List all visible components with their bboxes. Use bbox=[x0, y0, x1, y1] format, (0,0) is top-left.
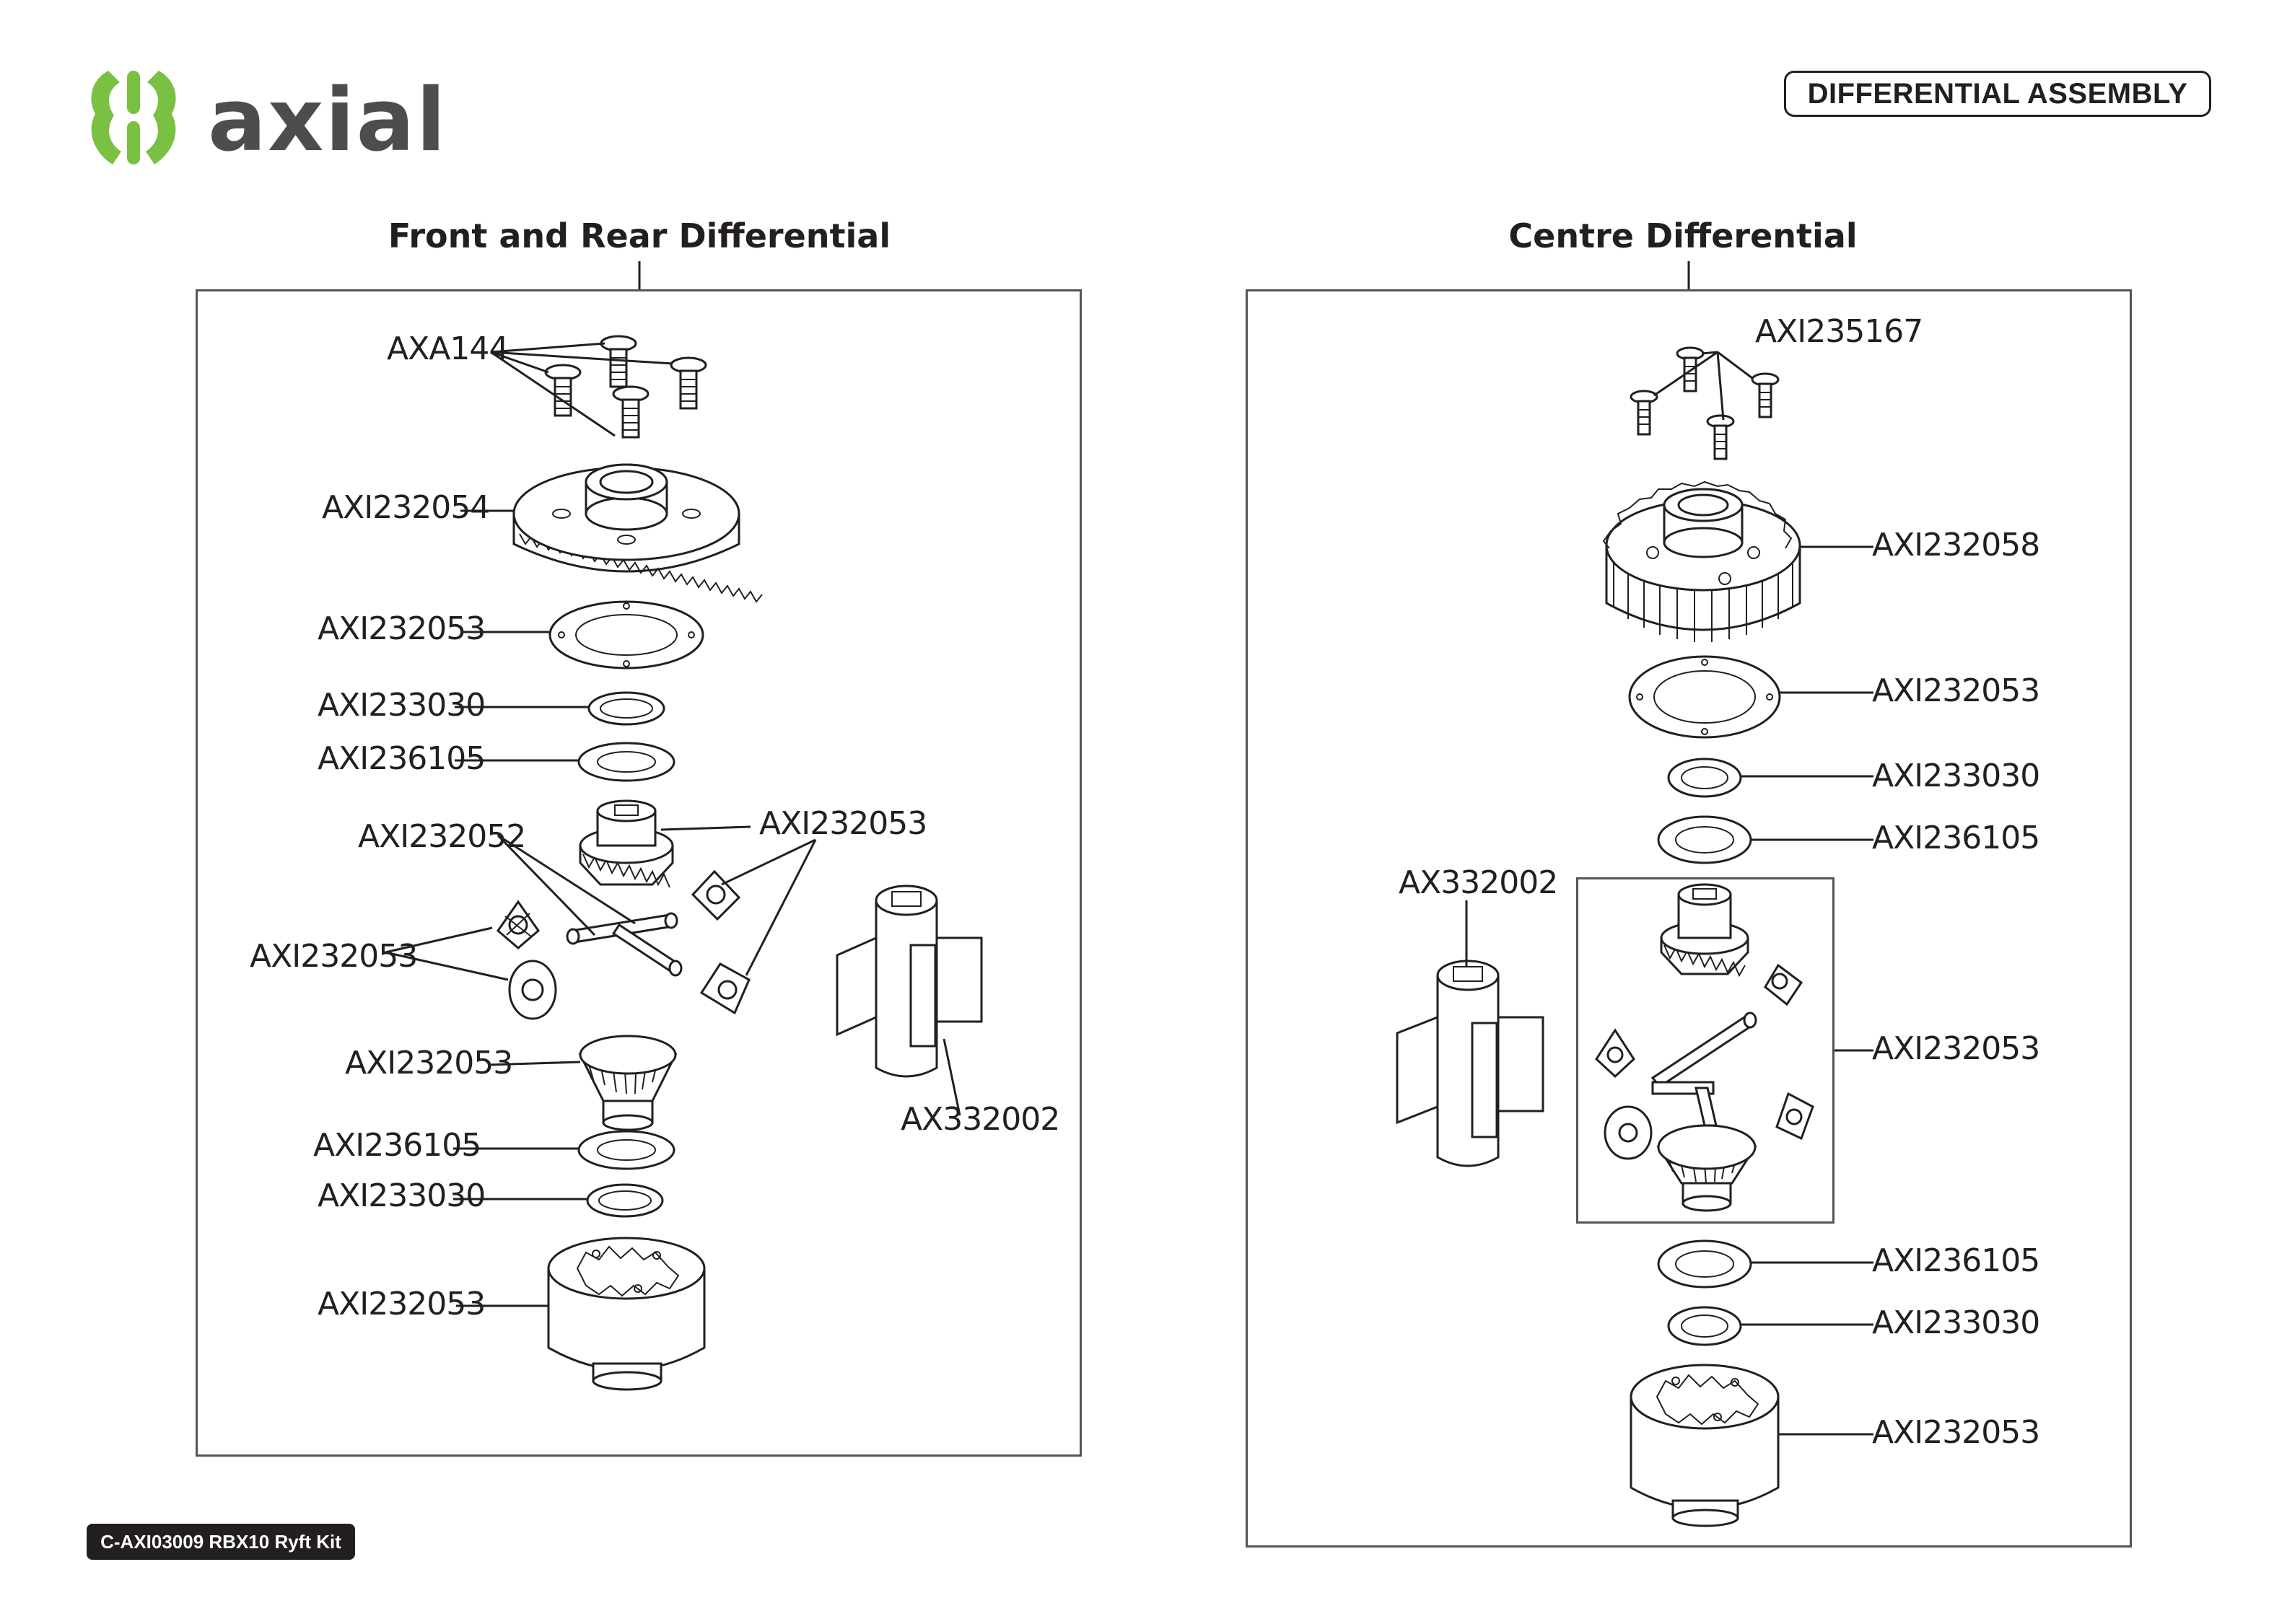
axial-wordmark: axial bbox=[208, 71, 447, 171]
axial-logo: axial bbox=[79, 65, 541, 173]
centre-gear-set-box bbox=[1576, 877, 1834, 1224]
oring-fr-lower bbox=[586, 1183, 664, 1218]
spider-gear-4 bbox=[699, 962, 751, 1015]
label-c-oring: AXI233030 bbox=[1872, 758, 2040, 794]
oring-c-lower bbox=[1667, 1306, 1742, 1346]
front-rear-title: Front and Rear Differential bbox=[388, 216, 891, 255]
spider-gear-3 bbox=[691, 869, 741, 921]
label-c-oring-lower: AXI233030 bbox=[1872, 1304, 2040, 1341]
axial-logo-graphic: axial bbox=[91, 71, 447, 171]
label-c-spur-gear: AXI232058 bbox=[1872, 527, 2040, 563]
label-fr-gasket: AXI232053 bbox=[318, 610, 486, 647]
spur-gear bbox=[1602, 480, 1801, 642]
label-fr-screws: AXA144 bbox=[387, 330, 509, 367]
diff-case-c bbox=[1630, 1364, 1780, 1527]
shim-c bbox=[1657, 815, 1752, 864]
spider-gear-1 bbox=[496, 900, 541, 949]
kit-tag: C-AXI03009 RBX10 Ryft Kit bbox=[87, 1524, 355, 1560]
label-fr-case: AXI232053 bbox=[318, 1286, 486, 1322]
label-fr-spool: AX332002 bbox=[901, 1101, 1060, 1138]
cross-pin bbox=[566, 912, 683, 977]
gasket-c bbox=[1628, 655, 1781, 739]
axa144-screws bbox=[544, 335, 707, 439]
spool-fr bbox=[836, 885, 983, 1078]
axi235167-screws bbox=[1630, 346, 1780, 460]
oring-fr bbox=[587, 691, 665, 726]
centre-panel bbox=[1246, 289, 2132, 1548]
label-c-case: AXI232053 bbox=[1872, 1414, 2040, 1451]
front-rear-panel bbox=[196, 289, 1082, 1457]
label-c-spool: AX332002 bbox=[1399, 864, 1558, 901]
label-c-screws: AXI235167 bbox=[1755, 313, 1923, 350]
label-c-gasket: AXI232053 bbox=[1872, 672, 2040, 709]
label-fr-cross-pin: AXI232052 bbox=[358, 818, 526, 855]
side-gear-bottom bbox=[578, 1035, 678, 1131]
label-fr-oring-lower: AXI233030 bbox=[318, 1177, 486, 1214]
shim-fr bbox=[577, 742, 675, 782]
side-gear-top bbox=[579, 799, 674, 888]
shim-fr-lower bbox=[577, 1130, 675, 1170]
spider-gear-2 bbox=[508, 960, 557, 1020]
label-fr-shim-lower: AXI236105 bbox=[313, 1127, 481, 1164]
oring-c bbox=[1667, 758, 1742, 798]
label-fr-ring-gear: AXI232054 bbox=[322, 489, 490, 526]
label-fr-bottom-gear: AXI232053 bbox=[345, 1045, 513, 1081]
diff-case-fr bbox=[547, 1237, 706, 1391]
label-c-shim-lower: AXI236105 bbox=[1872, 1242, 2040, 1279]
label-c-gear-set: AXI232053 bbox=[1872, 1030, 2040, 1067]
shim-c-lower bbox=[1657, 1239, 1752, 1289]
ring-gear bbox=[512, 463, 763, 603]
centre-gear-set bbox=[1595, 883, 1814, 1212]
centre-title: Centre Differential bbox=[1508, 216, 1858, 255]
gasket-fr bbox=[548, 600, 704, 670]
label-fr-spider-left: AXI232053 bbox=[250, 938, 418, 975]
label-fr-oring: AXI233030 bbox=[318, 687, 486, 724]
label-fr-shim: AXI236105 bbox=[318, 740, 486, 777]
section-badge: DIFFERENTIAL ASSEMBLY bbox=[1784, 71, 2211, 117]
label-c-shim: AXI236105 bbox=[1872, 820, 2040, 856]
spool-c bbox=[1396, 960, 1544, 1167]
label-fr-spider-right: AXI232053 bbox=[759, 805, 927, 842]
